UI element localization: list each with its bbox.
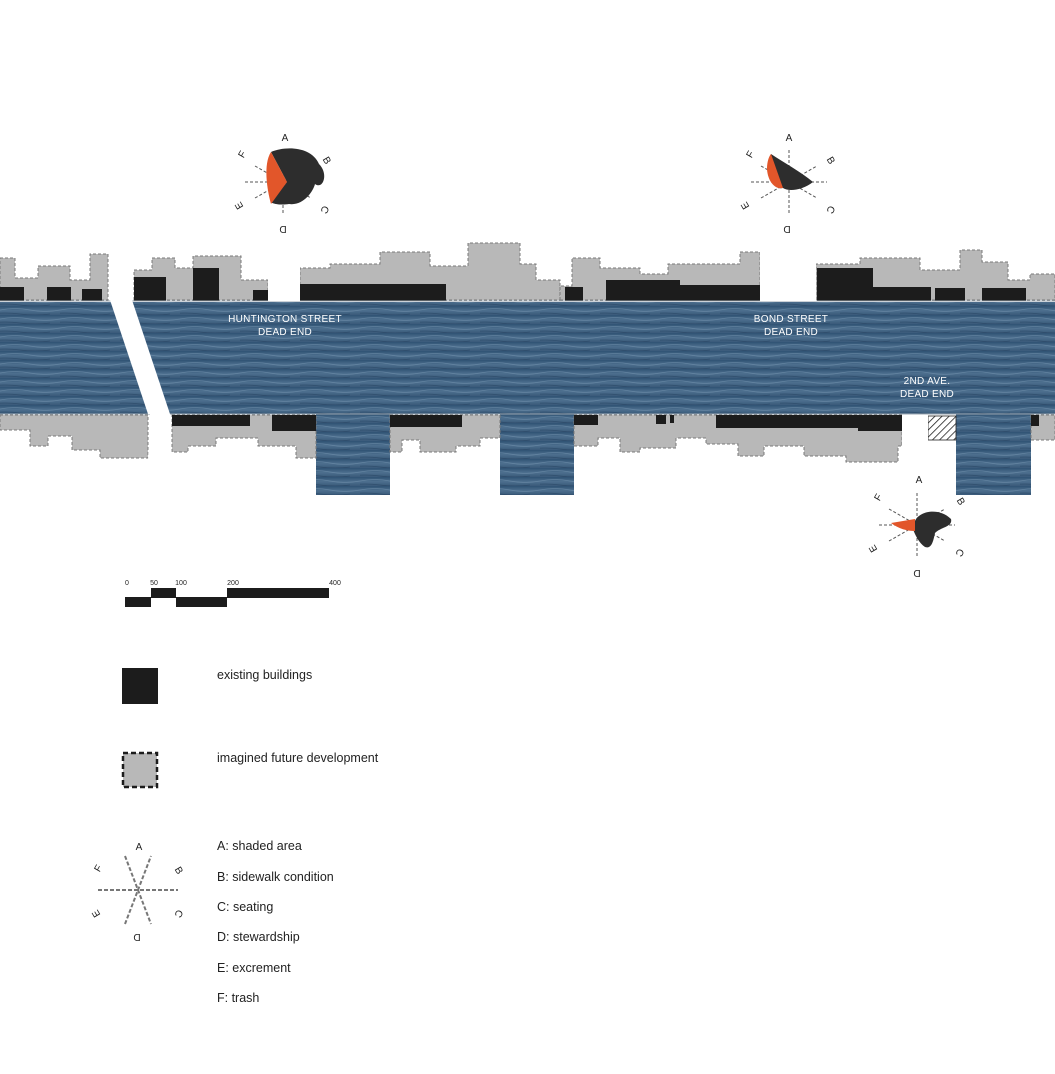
scale-bar: 0 50 100 200 400 — [125, 580, 341, 607]
svg-text:B: B — [824, 155, 837, 167]
second-ave-gap — [902, 415, 928, 451]
future-development-swatch — [121, 751, 159, 789]
radar-chart-bond: A B C D E F — [739, 133, 837, 234]
svg-text:D: D — [279, 223, 286, 234]
legend-axis-d: D: stewardship — [217, 930, 300, 944]
hatched-lot — [927, 415, 957, 441]
legend-axis-a: A: shaded area — [217, 839, 302, 853]
svg-text:C: C — [318, 203, 331, 215]
scale-tick-400: 400 — [329, 580, 341, 587]
dead-end-label-second-ave: 2ND AVE. DEAD END — [900, 376, 954, 400]
existing-buildings-swatch — [122, 668, 158, 704]
svg-text:B: B — [954, 496, 967, 508]
svg-text:A: A — [916, 475, 923, 486]
radar-chart-second-ave: A B C D E F — [867, 475, 967, 578]
canal-water — [0, 302, 1055, 495]
scale-tick-50: 50 — [150, 580, 158, 587]
svg-text:D: D — [783, 223, 790, 234]
svg-text:C: C — [953, 546, 966, 558]
svg-text:F: F — [745, 149, 758, 160]
svg-text:B: B — [320, 155, 333, 167]
radar-chart-huntington: A B C D E F — [233, 133, 333, 234]
legend-future-development: imagined future development — [217, 751, 379, 765]
scale-tick-200: 200 — [227, 580, 239, 587]
svg-text:BOND STREET: BOND STREET — [754, 314, 828, 325]
svg-text:A: A — [786, 133, 793, 144]
svg-text:B: B — [172, 865, 185, 877]
svg-text:F: F — [93, 863, 106, 874]
dead-end-label-huntington: HUNTINGTON STREET DEAD END — [228, 314, 342, 338]
svg-text:F: F — [873, 492, 886, 503]
svg-text:F: F — [237, 149, 250, 160]
svg-text:C: C — [824, 203, 837, 215]
existing-buildings-south — [172, 415, 1039, 431]
svg-text:C: C — [172, 907, 185, 919]
svg-text:E: E — [233, 199, 246, 211]
legend-existing-buildings: existing buildings — [217, 668, 313, 682]
svg-text:D: D — [913, 567, 920, 578]
scale-tick-0: 0 — [125, 580, 129, 587]
svg-text:A: A — [136, 842, 143, 853]
svg-text:DEAD END: DEAD END — [258, 327, 312, 338]
svg-text:DEAD END: DEAD END — [900, 389, 954, 400]
legend-axis-c: C: seating — [217, 900, 274, 914]
legend-axis-b: B: sidewalk condition — [217, 870, 334, 884]
huntington-street-gap — [268, 256, 300, 301]
axis-key-diagram: A B C D E F — [90, 842, 185, 942]
svg-text:E: E — [90, 907, 103, 919]
svg-text:D: D — [133, 931, 140, 942]
svg-text:HUNTINGTON STREET: HUNTINGTON STREET — [228, 314, 342, 325]
legend-axis-e: E: excrement — [217, 961, 291, 975]
svg-text:2ND AVE.: 2ND AVE. — [904, 376, 951, 387]
bond-street-gap — [760, 250, 816, 301]
svg-text:A: A — [282, 133, 289, 144]
dead-end-label-bond: BOND STREET DEAD END — [754, 314, 828, 338]
existing-buildings-north — [0, 268, 1026, 301]
legend-axis-f: F: trash — [217, 991, 260, 1005]
svg-text:E: E — [867, 542, 880, 554]
scale-tick-100: 100 — [175, 580, 187, 587]
svg-text:DEAD END: DEAD END — [764, 327, 818, 338]
svg-text:E: E — [739, 199, 752, 211]
